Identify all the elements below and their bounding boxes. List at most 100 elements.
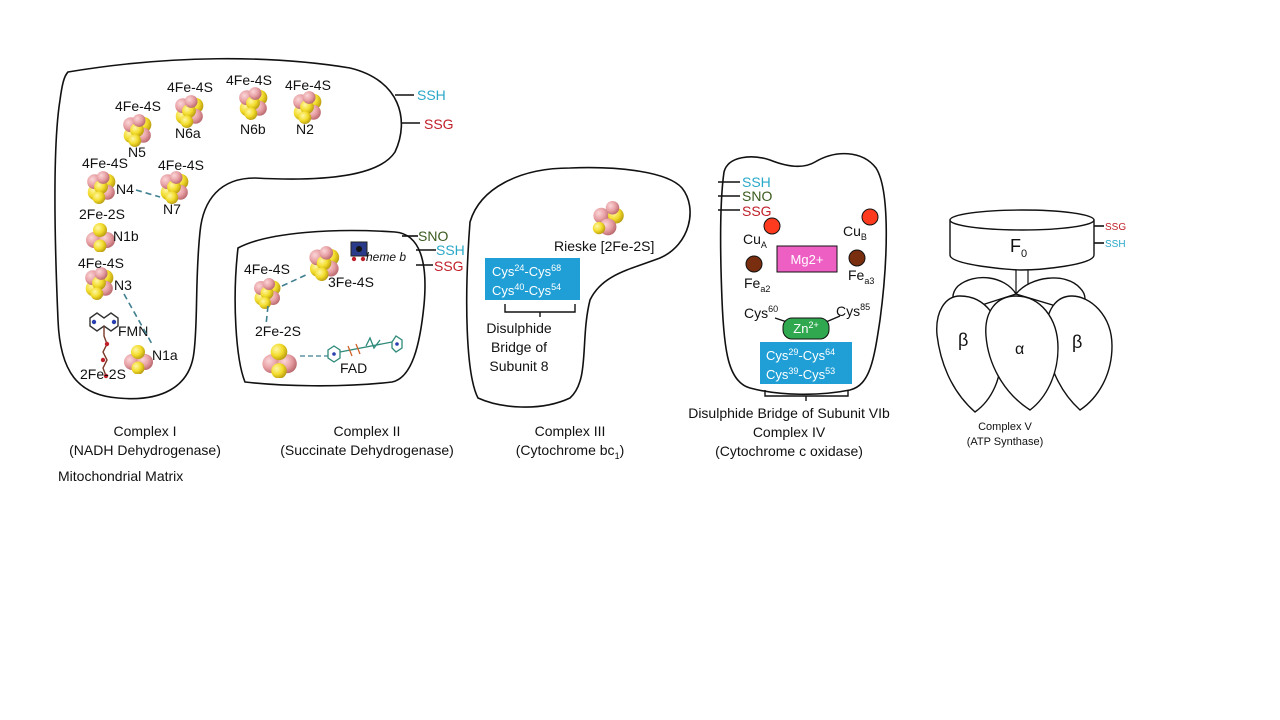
alpha-label: α	[1015, 341, 1024, 358]
n7-type: 4Fe-4S	[158, 157, 204, 173]
complex-3-caption-line2: (Cytochrome bc1)	[516, 442, 625, 461]
mitochondrial-matrix-label: Mitochondrial Matrix	[58, 468, 183, 484]
heme-b-molecule	[350, 241, 368, 262]
complex-3-caption-line1: Complex III	[535, 423, 606, 439]
f0-cylinder	[949, 220, 1095, 271]
c4-cys-row2: Cys39-Cys53	[766, 366, 835, 382]
cluster-n6a	[175, 95, 204, 128]
n3-type: 4Fe-4S	[78, 255, 124, 271]
f0-cylinder-top	[949, 209, 1095, 231]
n4-type: 4Fe-4S	[82, 155, 128, 171]
rieske-cluster	[592, 201, 624, 236]
zn-label: Zn2+	[793, 320, 818, 336]
cua-atom	[763, 217, 781, 235]
complex-5-caption-line1: Complex V	[978, 421, 1032, 433]
c1-ssg-label: SSG	[424, 116, 454, 132]
fad-label: FAD	[340, 360, 367, 376]
complex-4: SSH SNO SSG CuA CuB Mg2+ Fea2 Fea3 Cys60…	[688, 152, 890, 459]
c4-bridge-label: Disulphide Bridge of Subunit VIb	[688, 405, 890, 421]
c4-sno-label: SNO	[742, 188, 772, 204]
c4-cys-row1: Cys29-Cys64	[766, 347, 835, 363]
c2-3fe4s-label: 3Fe-4S	[328, 274, 374, 290]
n1a-type: 2Fe-2S	[80, 366, 126, 382]
n7-name: N7	[163, 201, 181, 217]
c2-sno-label: SNO	[418, 228, 448, 244]
c3-bridge-label-line1: Disulphide	[486, 320, 552, 336]
c4-bracket	[764, 390, 849, 401]
cua-label: CuA	[743, 231, 767, 250]
n2-type: 4Fe-4S	[285, 77, 331, 93]
c4-ssg-label: SSG	[742, 203, 772, 219]
complex-4-caption-line1: Complex IV	[753, 424, 826, 440]
c2-2fe2s-label: 2Fe-2S	[255, 323, 301, 339]
mg-box	[776, 245, 838, 273]
cluster-c2-2fe2s	[262, 343, 297, 378]
cluster-n6b	[239, 87, 268, 120]
n6b-name: N6b	[240, 121, 266, 137]
complex-3: Rieske [2Fe-2S] Cys24-Cys68 Cys40-Cys54 …	[465, 166, 691, 461]
complex-2-caption-line1: Complex II	[334, 423, 401, 439]
c4-cys-left: Cys60	[744, 304, 778, 321]
c2-ssh-label: SSH	[436, 242, 465, 258]
c5-ssh-label: SSH	[1105, 239, 1126, 250]
cluster-n7	[160, 171, 189, 204]
n4-n7-link	[135, 189, 161, 198]
c4-disulphide-box	[760, 342, 852, 384]
complex-2: SNO SSH SSG 4Fe-4S 3Fe-4S heme b 2Fe-2S	[234, 228, 465, 458]
c1-ssh-label: SSH	[417, 87, 446, 103]
complex-2-outline	[234, 229, 426, 387]
n5-type: 4Fe-4S	[115, 98, 161, 114]
c5-ssg-label: SSG	[1105, 222, 1126, 233]
n6b-type: 4Fe-4S	[226, 72, 272, 88]
f0-label: F0	[1010, 236, 1027, 260]
zn-box	[782, 317, 830, 340]
fea2-atom	[745, 255, 763, 273]
fmn-molecule	[89, 312, 119, 379]
fea3-atom	[848, 249, 866, 267]
n3-name: N3	[114, 277, 132, 293]
c4-ssh-label: SSH	[742, 174, 771, 190]
c2-ssg-label: SSG	[434, 258, 464, 274]
complex-1-caption-line2: (NADH Dehydrogenase)	[69, 442, 221, 458]
complex-1-caption-line1: Complex I	[113, 423, 176, 439]
mg-label: Mg2+	[791, 252, 824, 267]
cub-atom	[861, 208, 879, 226]
cub-label: CuB	[843, 223, 867, 242]
fad-molecule	[300, 335, 403, 363]
n6a-type: 4Fe-4S	[167, 79, 213, 95]
cluster-n1b	[86, 223, 115, 252]
cluster-n3	[85, 267, 114, 300]
cluster-n4	[87, 171, 116, 204]
n4-name: N4	[116, 181, 134, 197]
complex-5: F0 SSG SSH β α β Complex V (ATP Synthase…	[936, 209, 1126, 448]
c3-bracket	[504, 304, 576, 317]
complex-4-outline	[719, 152, 888, 396]
complex-3-outline	[465, 166, 691, 408]
n6a-name: N6a	[175, 125, 201, 141]
4fe4s-2fe2s-link	[265, 305, 269, 326]
alpha-subunit	[985, 295, 1059, 411]
n1a-name: N1a	[152, 347, 178, 363]
fea3-label: Fea3	[848, 267, 874, 286]
complex-1-outline	[54, 57, 403, 400]
c3-bridge-label-line2: Bridge of	[491, 339, 547, 355]
rieske-label: Rieske [2Fe-2S]	[554, 238, 654, 254]
heme-b-label: heme b	[366, 250, 406, 264]
c4-cys-right: Cys85	[836, 302, 870, 319]
cluster-c2-4fe4s	[254, 278, 281, 309]
cluster-n1a	[124, 345, 153, 374]
4fe4s-3fe4s-link	[281, 273, 309, 287]
n1b-name: N1b	[113, 228, 139, 244]
complex-1: SSH SSG 4Fe-4S N5 4Fe-4S N6a 4Fe-4S N6b …	[54, 57, 454, 484]
cys85-zn-bond	[825, 315, 841, 323]
n5-name: N5	[128, 144, 146, 160]
beta-left-label: β	[958, 330, 968, 350]
c3-disulphide-box	[485, 258, 580, 300]
c3-cys-row2: Cys40-Cys54	[492, 282, 561, 298]
c2-4fe4s-label: 4Fe-4S	[244, 261, 290, 277]
complex-2-caption-line2: (Succinate Dehydrogenase)	[280, 442, 454, 458]
cluster-n5	[123, 114, 152, 147]
fmn-label: FMN	[118, 323, 148, 339]
n2-name: N2	[296, 121, 314, 137]
